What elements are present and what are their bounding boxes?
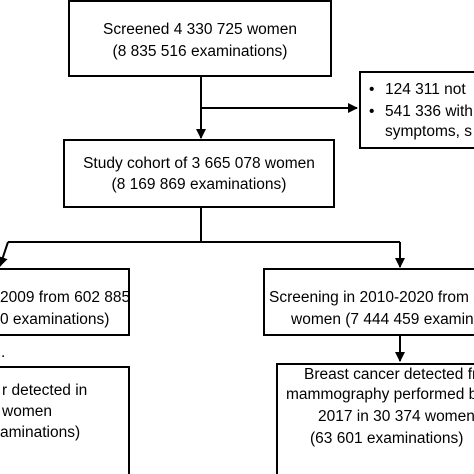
- cohort-line-1: Study cohort of 3 665 078 women: [83, 155, 315, 172]
- screened-box: Screened 4 330 725 women (8 835 516 exam…: [68, 0, 332, 77]
- right-screening-line-2: women (7 444 459 examina: [291, 311, 474, 328]
- screened-line-2: (8 835 516 examinations): [112, 43, 288, 60]
- right-screening-line-1: Screening in 2010-2020 from 3: [269, 289, 474, 306]
- excluded-bullet-1: •: [369, 81, 375, 98]
- left-screening-line-2: 0 examinations): [0, 311, 110, 328]
- excluded-line-2: 541 336 with: [385, 103, 473, 120]
- stray-mark: .: [1, 344, 6, 361]
- right-cancer-line-4: (63 601 examinations): [310, 430, 464, 447]
- excluded-box: • 124 311 not • 541 336 with symptoms, s: [359, 71, 474, 149]
- right-screening-box: Screening in 2010-2020 from 3 women (7 4…: [263, 268, 474, 336]
- cohort-line-2: (8 169 869 examinations): [111, 176, 287, 193]
- arrow-to-left-screening: [0, 241, 9, 267]
- left-cancer-line-1: r detected in: [2, 382, 88, 399]
- right-cancer-line-1: Breast cancer detected fr: [304, 366, 474, 383]
- right-cancer-line-2: mammography performed b: [286, 386, 474, 403]
- left-cancer-line-3: aminations): [0, 424, 81, 441]
- cohort-box: Study cohort of 3 665 078 women (8 169 8…: [63, 139, 335, 208]
- right-cancer-box: Breast cancer detected fr mammography pe…: [276, 363, 474, 474]
- left-screening-line-1: 2009 from 602 885: [0, 289, 131, 306]
- right-cancer-line-3: 2017 in 30 374 women: [318, 408, 474, 425]
- excluded-line-3: symptoms, s: [385, 123, 472, 140]
- screened-line-1: Screened 4 330 725 women: [103, 21, 297, 38]
- excluded-line-1: 124 311 not: [385, 81, 466, 98]
- left-cancer-line-2: women: [2, 403, 52, 420]
- excluded-bullet-2: •: [369, 103, 375, 120]
- left-cancer-box: r detected in women aminations): [0, 366, 130, 474]
- left-screening-box: 2009 from 602 885 0 examinations): [0, 268, 130, 336]
